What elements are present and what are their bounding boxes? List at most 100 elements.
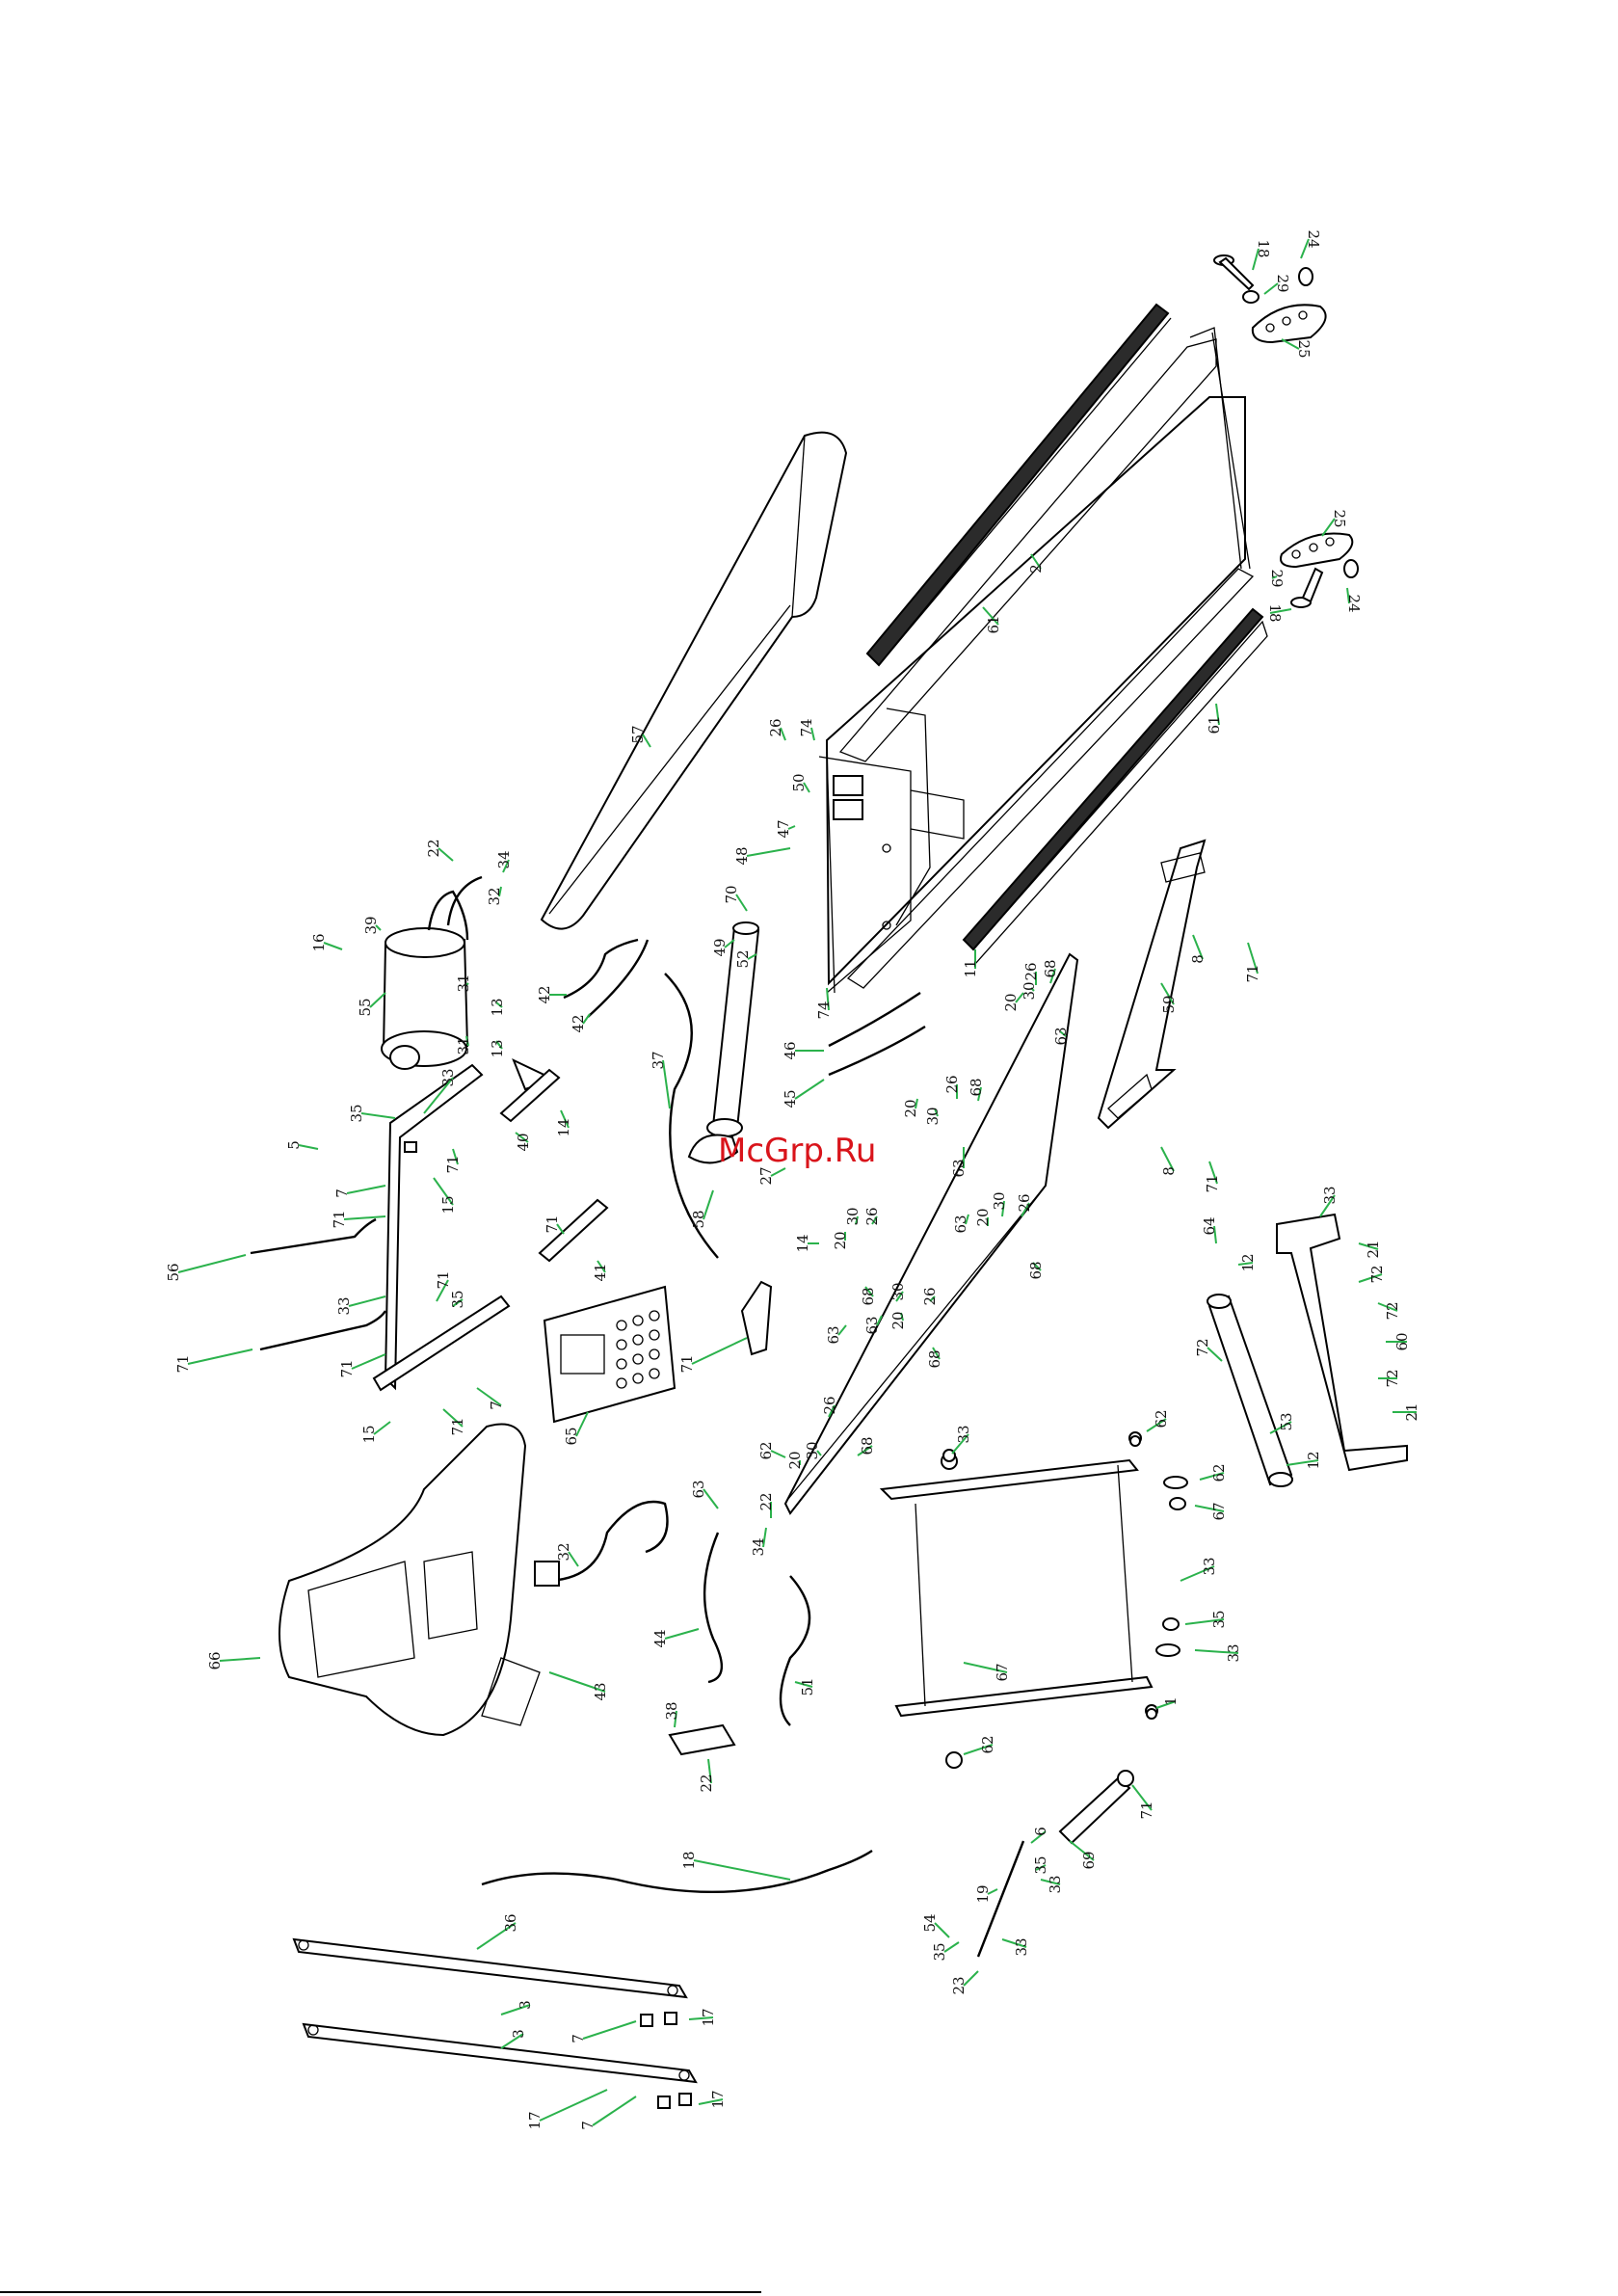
leader-line [498, 886, 502, 897]
part-number-label: 29 [1274, 274, 1291, 292]
leader-line [1180, 1565, 1215, 1582]
part-number-label: 20 [1002, 993, 1020, 1011]
cable-46 [828, 992, 921, 1048]
leader-line [575, 1411, 589, 1437]
part-number-label: 59 [1160, 995, 1178, 1013]
part-number-label: 8 [1189, 954, 1207, 964]
side-panel-56 [783, 952, 1079, 1515]
leader-line [977, 1086, 982, 1102]
console-housing-66 [279, 1423, 541, 1737]
cable-37 [664, 973, 719, 1259]
leader-line [298, 1144, 319, 1150]
leader-line [871, 1215, 878, 1225]
part-number-label: 26 [863, 1207, 881, 1225]
leader-line [1049, 968, 1056, 984]
motor-55 [381, 875, 483, 1070]
leader-line [735, 894, 748, 912]
part-number-label: 30 [804, 1441, 821, 1459]
part-number-label: 38 [663, 1701, 680, 1720]
part-number-label: 5 [285, 1140, 303, 1150]
part-number-label: 30 [844, 1207, 862, 1225]
part-number-label: 47 [775, 819, 792, 838]
wheels-67 [1155, 1476, 1188, 1657]
part-number-label: 3 [510, 2029, 527, 2039]
part-number-label: 74 [798, 718, 815, 736]
leader-line [1358, 1242, 1379, 1250]
leader-line [1059, 1030, 1067, 1037]
leader-line [1269, 608, 1292, 614]
leader-line [1269, 1421, 1292, 1434]
leader-line [688, 2016, 714, 2020]
part-number-label: 49 [711, 938, 729, 956]
part-number-label: 24 [1345, 594, 1363, 612]
leader-line [1192, 934, 1204, 960]
leader-line [495, 1001, 503, 1008]
leader-line [1069, 1840, 1095, 1861]
leader-line [592, 2096, 637, 2126]
part-number-label: 8 [1160, 1166, 1178, 1176]
part-number-label: 14 [555, 1118, 572, 1136]
part-number-label: 71 [1204, 1174, 1221, 1192]
leader-line [1032, 1262, 1042, 1271]
part-number-label: 71 [444, 1155, 462, 1173]
part-number-label: 17 [700, 2008, 717, 2026]
part-number-label: 34 [495, 850, 513, 868]
part-number-label: 33 [1013, 1937, 1030, 1956]
leader-line [900, 1312, 904, 1322]
leader-line [1040, 1879, 1061, 1885]
part-number-label: 33 [1225, 1643, 1242, 1662]
part-number-label: 26 [1022, 962, 1040, 980]
console-keypad-64 [543, 1285, 676, 1424]
part-number-label: 26 [921, 1287, 939, 1305]
leader-line [857, 1445, 873, 1456]
part-number-label: 7 [579, 2121, 597, 2130]
part-number-label: 66 [206, 1651, 224, 1669]
part-number-label: 72 [1384, 1369, 1401, 1387]
leader-line [360, 1112, 396, 1119]
leader-line [794, 1079, 825, 1100]
leader-line [642, 734, 651, 748]
key-44 [534, 1561, 560, 1587]
part-number-label: 35 [348, 1104, 365, 1122]
leader-line [724, 939, 735, 948]
part-number-label: 68 [968, 1078, 985, 1096]
lift-tube-6 [1058, 1770, 1134, 1845]
leader-line [691, 1337, 748, 1365]
leader-line [346, 1185, 386, 1194]
part-number-label: 13 [489, 1039, 506, 1057]
part-number-label: 37 [650, 1051, 667, 1069]
leader-line [539, 2089, 608, 2122]
part-number-label: 39 [362, 916, 380, 934]
part-number-label: 72 [1368, 1265, 1386, 1283]
part-number-label: 12 [1239, 1253, 1257, 1271]
handlebar-71-lower [259, 1310, 387, 1351]
part-number-label: 7 [333, 1188, 351, 1198]
part-number-label: 48 [733, 846, 751, 865]
main-frame-2 [818, 327, 1255, 994]
leader-line [433, 1177, 454, 1206]
part-number-label: 18 [1255, 239, 1272, 257]
shaft-19 [976, 1840, 1025, 1958]
part-number-label: 34 [750, 1537, 767, 1556]
leader-line [556, 1223, 565, 1235]
bracket-40 [499, 1068, 561, 1123]
leader-line [1247, 942, 1259, 974]
part-number-label: 30 [991, 1191, 1008, 1210]
part-number-label: 57 [629, 725, 647, 743]
leader-line [1001, 1200, 1005, 1217]
leader-line [943, 1941, 960, 1953]
leader-line [1281, 338, 1300, 350]
side-rail-61-upper [865, 303, 1172, 667]
leader-line [500, 2033, 524, 2049]
part-number-label: 14 [794, 1234, 811, 1252]
part-number-label: 68 [1042, 959, 1059, 977]
part-number-label: 18 [680, 1851, 698, 1869]
part-number-label: 33 [439, 1068, 457, 1086]
part-number-label: 7 [488, 1401, 505, 1410]
leader-line [915, 1098, 918, 1109]
part-number-label: 53 [1278, 1412, 1295, 1430]
leader-line [375, 924, 382, 931]
leader-line [1030, 553, 1042, 570]
part-number-label: 26 [767, 718, 784, 736]
leader-line [1160, 1146, 1175, 1172]
